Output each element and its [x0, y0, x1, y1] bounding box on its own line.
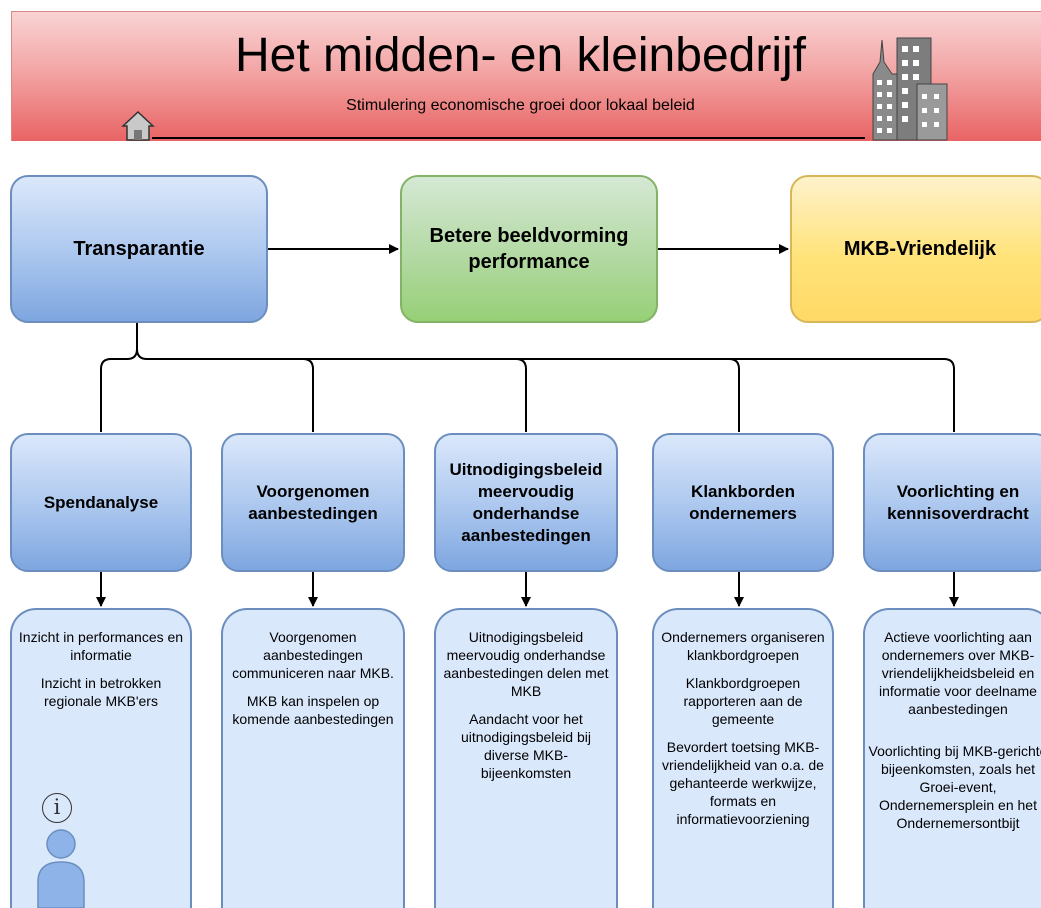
detail-text: Uitnodigingsbeleid meervoudig onderhands…	[443, 629, 609, 699]
pillar-spendanalyse: Spendanalyse	[10, 433, 192, 572]
info-icon: i	[42, 793, 72, 823]
pillar-label: Spendanalyse	[43, 492, 159, 512]
pillar-label: Klankborden ondernemers	[689, 481, 797, 523]
detail-spendanalyse: Inzicht in performances en informatie In…	[10, 608, 192, 908]
box-transparantie-label: Transparantie	[73, 238, 205, 260]
detail-text: Klankbordgroepen rapporteren aan de geme…	[683, 675, 803, 727]
box-betere-beeldvorming: Betere beeldvorming performance	[400, 175, 658, 323]
box-mkb-vriendelijk-label: MKB-Vriendelijk	[843, 238, 997, 260]
detail-text: Voorgenomen aanbestedingen communiceren …	[232, 629, 394, 681]
detail-text: Voorlichting bij MKB-gerichte bijeenkoms…	[868, 743, 1041, 831]
pillar-label: Uitnodigingsbeleid meervoudig onderhands…	[449, 459, 603, 545]
box-transparantie: Transparantie	[10, 175, 268, 323]
tree-branch-uitnodigingsbeleid	[515, 358, 527, 432]
detail-text: Actieve voorlichting aan ondernemers ove…	[879, 629, 1037, 717]
detail-text: MKB kan inspelen op komende aanbesteding…	[232, 693, 394, 727]
house-icon	[121, 110, 155, 141]
header-banner	[11, 11, 1041, 141]
page-subtitle: Stimulering economische groei door lokaa…	[346, 97, 695, 114]
detail-text: Inzicht in performances en informatie	[18, 629, 184, 663]
box-betere-beeldvorming-label: Betere beeldvorming performance	[429, 225, 629, 273]
detail-text: Ondernemers organiseren klankbordgroepen	[661, 629, 825, 663]
pillar-voorgenomen-aanbestedingen: Voorgenomen aanbestedingen	[221, 433, 405, 572]
detail-klankborden: Ondernemers organiseren klankbordgroepen…	[652, 608, 834, 908]
page-title: Het midden- en kleinbedrijf	[235, 29, 806, 82]
tree-branch-klankborden	[728, 358, 740, 432]
pillar-label: Voorlichting en kennisoverdracht	[887, 481, 1029, 523]
pillar-klankborden: Klankborden ondernemers	[652, 433, 834, 572]
detail-voorlichting: Actieve voorlichting aan ondernemers ove…	[863, 608, 1041, 908]
detail-text: Bevordert toetsing MKB-vriendelijkheid v…	[662, 739, 824, 827]
person-icon	[37, 829, 85, 908]
tree-branch-voorgenomen	[302, 358, 314, 432]
detail-voorgenomen: Voorgenomen aanbestedingen communiceren …	[221, 608, 405, 908]
detail-text: Inzicht in betrokken regionale MKB'ers	[40, 675, 162, 709]
city-buildings-icon	[872, 37, 948, 141]
pillar-voorlichting: Voorlichting en kennisoverdracht	[863, 433, 1041, 572]
pillar-label: Voorgenomen aanbestedingen	[248, 481, 378, 523]
box-mkb-vriendelijk: MKB-Vriendelijk	[790, 175, 1041, 323]
tree-branch-spendanalyse	[100, 358, 112, 432]
pillar-uitnodigingsbeleid: Uitnodigingsbeleid meervoudig onderhands…	[434, 433, 618, 572]
detail-text: Aandacht voor het uitnodigingsbeleid bij…	[461, 711, 591, 781]
detail-uitnodigingsbeleid: Uitnodigingsbeleid meervoudig onderhands…	[434, 608, 618, 908]
tree-connector-main	[136, 323, 955, 432]
